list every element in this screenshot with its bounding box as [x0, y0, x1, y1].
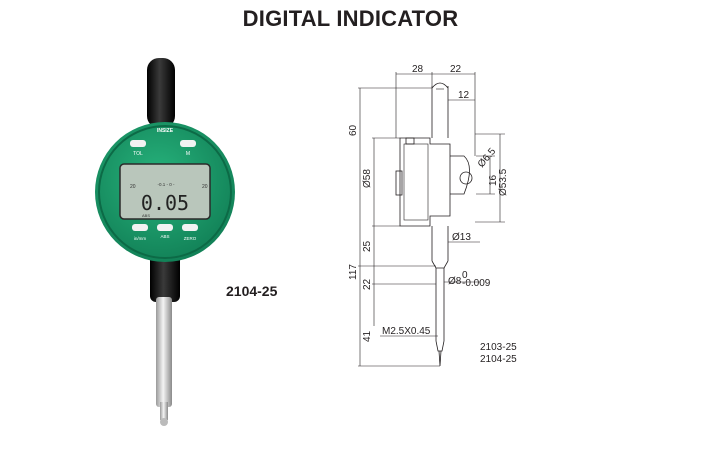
lcd-display — [119, 163, 211, 220]
dim-22: 22 — [450, 64, 462, 75]
top-stem — [147, 58, 175, 128]
dim-22b: 22 — [362, 278, 373, 290]
indicator-photo: TOL M INSIZE 20 20 -0.1 - 0 - 0.05 ABS i… — [95, 58, 235, 426]
dim-12: 12 — [458, 90, 470, 101]
technical-drawing: 28 22 12 60 Ø58 25 117 22 41 Ø53.5 16 Ø6… — [348, 64, 517, 367]
dim-41: 41 — [362, 330, 373, 342]
abs-button — [157, 224, 173, 231]
scale-right: 20 — [202, 184, 208, 190]
dim-8-upper: 0 — [462, 270, 468, 281]
lcd-abs: ABS — [142, 213, 150, 218]
dim-28: 28 — [412, 64, 424, 75]
dim-25: 25 — [362, 240, 373, 252]
dim-8-lower: -0.009 — [462, 278, 491, 289]
dim-65: Ø6.5 — [476, 146, 499, 170]
lug-outline — [450, 155, 470, 195]
m-button — [180, 140, 196, 147]
zero-label: ZERO — [184, 236, 197, 241]
dim-8: Ø8 — [448, 276, 462, 287]
tol-button — [130, 140, 146, 147]
thread-label: M2.5X0.45 — [382, 326, 431, 337]
lcd-reading: 0.05 — [141, 191, 189, 215]
page-title: DIGITAL INDICATOR — [242, 6, 459, 31]
spindle-outline — [435, 268, 445, 341]
m-label: M — [186, 151, 190, 157]
inmm-label: in/mm — [134, 236, 147, 241]
dim-13: Ø13 — [452, 232, 471, 243]
top-stem-outline — [431, 86, 449, 138]
lug-hole — [459, 171, 473, 185]
abs-label: ABS — [160, 234, 169, 239]
inmm-button — [132, 224, 148, 231]
lower-stem-outline — [431, 226, 449, 261]
model-list-2: 2104-25 — [480, 354, 517, 365]
dim-60: 60 — [348, 124, 359, 136]
scale-mid: -0.1 - 0 - — [157, 182, 175, 187]
model-label: 2104-25 — [226, 283, 278, 299]
brand-logo: INSIZE — [157, 128, 174, 134]
dim-16: 16 — [488, 174, 499, 186]
body-outline — [399, 137, 451, 227]
spindle — [156, 297, 172, 407]
model-list-1: 2103-25 — [480, 342, 517, 353]
dim-535: Ø53.5 — [498, 168, 509, 196]
dim-117: 117 — [348, 264, 359, 280]
dim-58: Ø58 — [362, 169, 373, 188]
scale-left: 20 — [130, 184, 136, 190]
tol-label: TOL — [133, 151, 143, 157]
zero-button — [182, 224, 198, 231]
